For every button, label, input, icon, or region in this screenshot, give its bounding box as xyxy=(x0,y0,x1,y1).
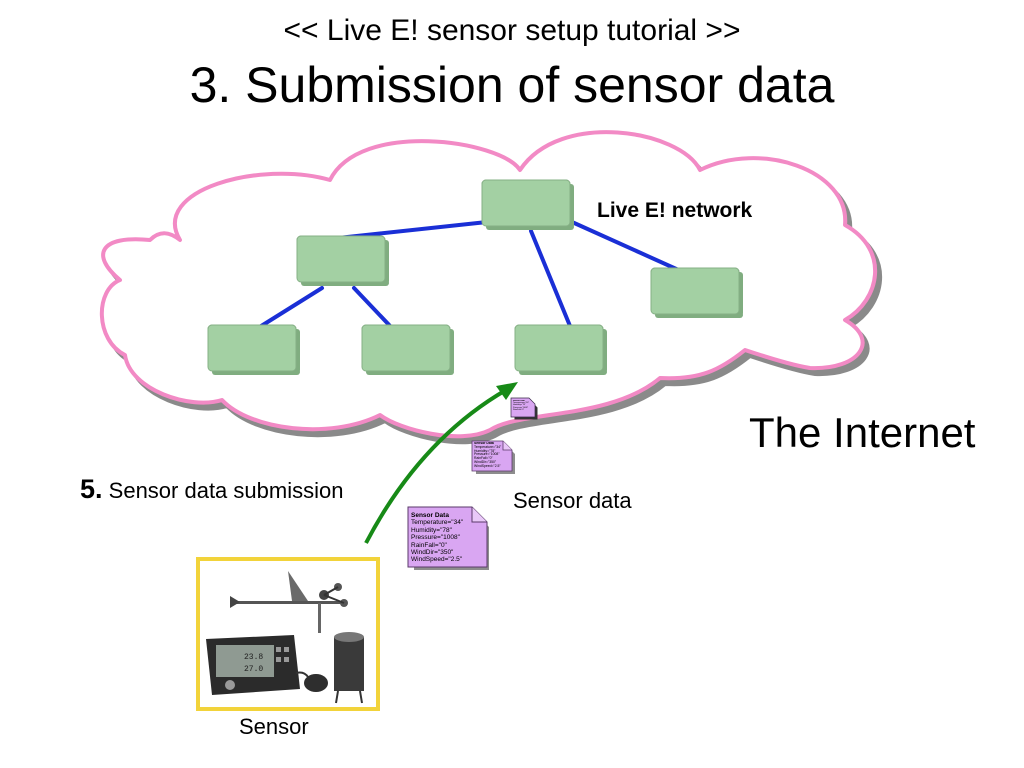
document-line: Temperature="34" xyxy=(513,402,530,405)
network-links xyxy=(256,220,685,330)
document-line: WindDir="350" xyxy=(474,459,497,464)
live-e-network-label: Live E! network xyxy=(597,199,753,222)
document-line: Humidity="78" xyxy=(513,404,526,407)
step-text: Sensor data submission xyxy=(108,478,344,503)
sensor-data-document-small: Sensor Data Temperature="34" Humidity="7… xyxy=(513,400,532,415)
document-line: RainFall="0" xyxy=(513,408,525,411)
document-line: Pressure="1008" xyxy=(474,452,500,457)
step-label: 5. Sensor data submission xyxy=(80,474,343,505)
document-icon-large xyxy=(407,506,489,570)
weather-station-icon: 23.8 27.0 xyxy=(206,571,364,704)
document-title: Sensor Data xyxy=(513,400,525,402)
document-icon-small xyxy=(510,397,538,420)
document-line: WindSpeed="2.5" xyxy=(411,556,463,564)
document-line: Pressure="1008" xyxy=(513,406,529,409)
network-node-bottom-3 xyxy=(514,324,608,376)
network-node-mid xyxy=(296,235,390,287)
slide-title: 3. Submission of sensor data xyxy=(189,57,835,113)
document-title: Sensor Data xyxy=(411,512,449,519)
sensor-data-document-large: Sensor Data Temperature="34" Humidity="7… xyxy=(411,512,483,564)
slide-subtitle: << Live E! sensor setup tutorial >> xyxy=(283,14,741,47)
internet-cloud-shape xyxy=(99,130,877,439)
document-line: Temperature="34" xyxy=(474,444,502,449)
sensor-data-document-medium: Sensor Data Temperature="34" Humidity="7… xyxy=(474,442,508,470)
network-node-right xyxy=(650,267,744,319)
document-line: Humidity="78" xyxy=(474,448,496,453)
step-number: 5. xyxy=(80,474,103,504)
document-line: Humidity="78" xyxy=(411,526,452,534)
document-line: WindSpeed="2.5" xyxy=(474,463,501,468)
network-node-bottom-2 xyxy=(361,324,455,376)
document-line: Temperature="34" xyxy=(411,519,464,527)
document-line: RainFall="0" xyxy=(411,541,447,549)
network-node-top xyxy=(481,179,575,231)
network-node-bottom-1 xyxy=(207,324,301,376)
svg-text:27.0: 27.0 xyxy=(244,665,263,674)
submission-arrow xyxy=(364,382,518,544)
document-icon-medium xyxy=(471,440,515,474)
document-title: Sensor Data xyxy=(474,442,494,445)
svg-text:23.8: 23.8 xyxy=(244,653,263,662)
sensor-image-frame: 23.8 27.0 xyxy=(196,557,380,711)
document-line: RainFall="0" xyxy=(474,456,493,461)
sensor-label: Sensor xyxy=(239,714,309,739)
document-line: WindDir="350" xyxy=(411,549,454,557)
document-line: Pressure="1008" xyxy=(411,534,460,542)
sensor-data-label: Sensor data xyxy=(513,488,632,513)
internet-label: The Internet xyxy=(749,409,976,456)
